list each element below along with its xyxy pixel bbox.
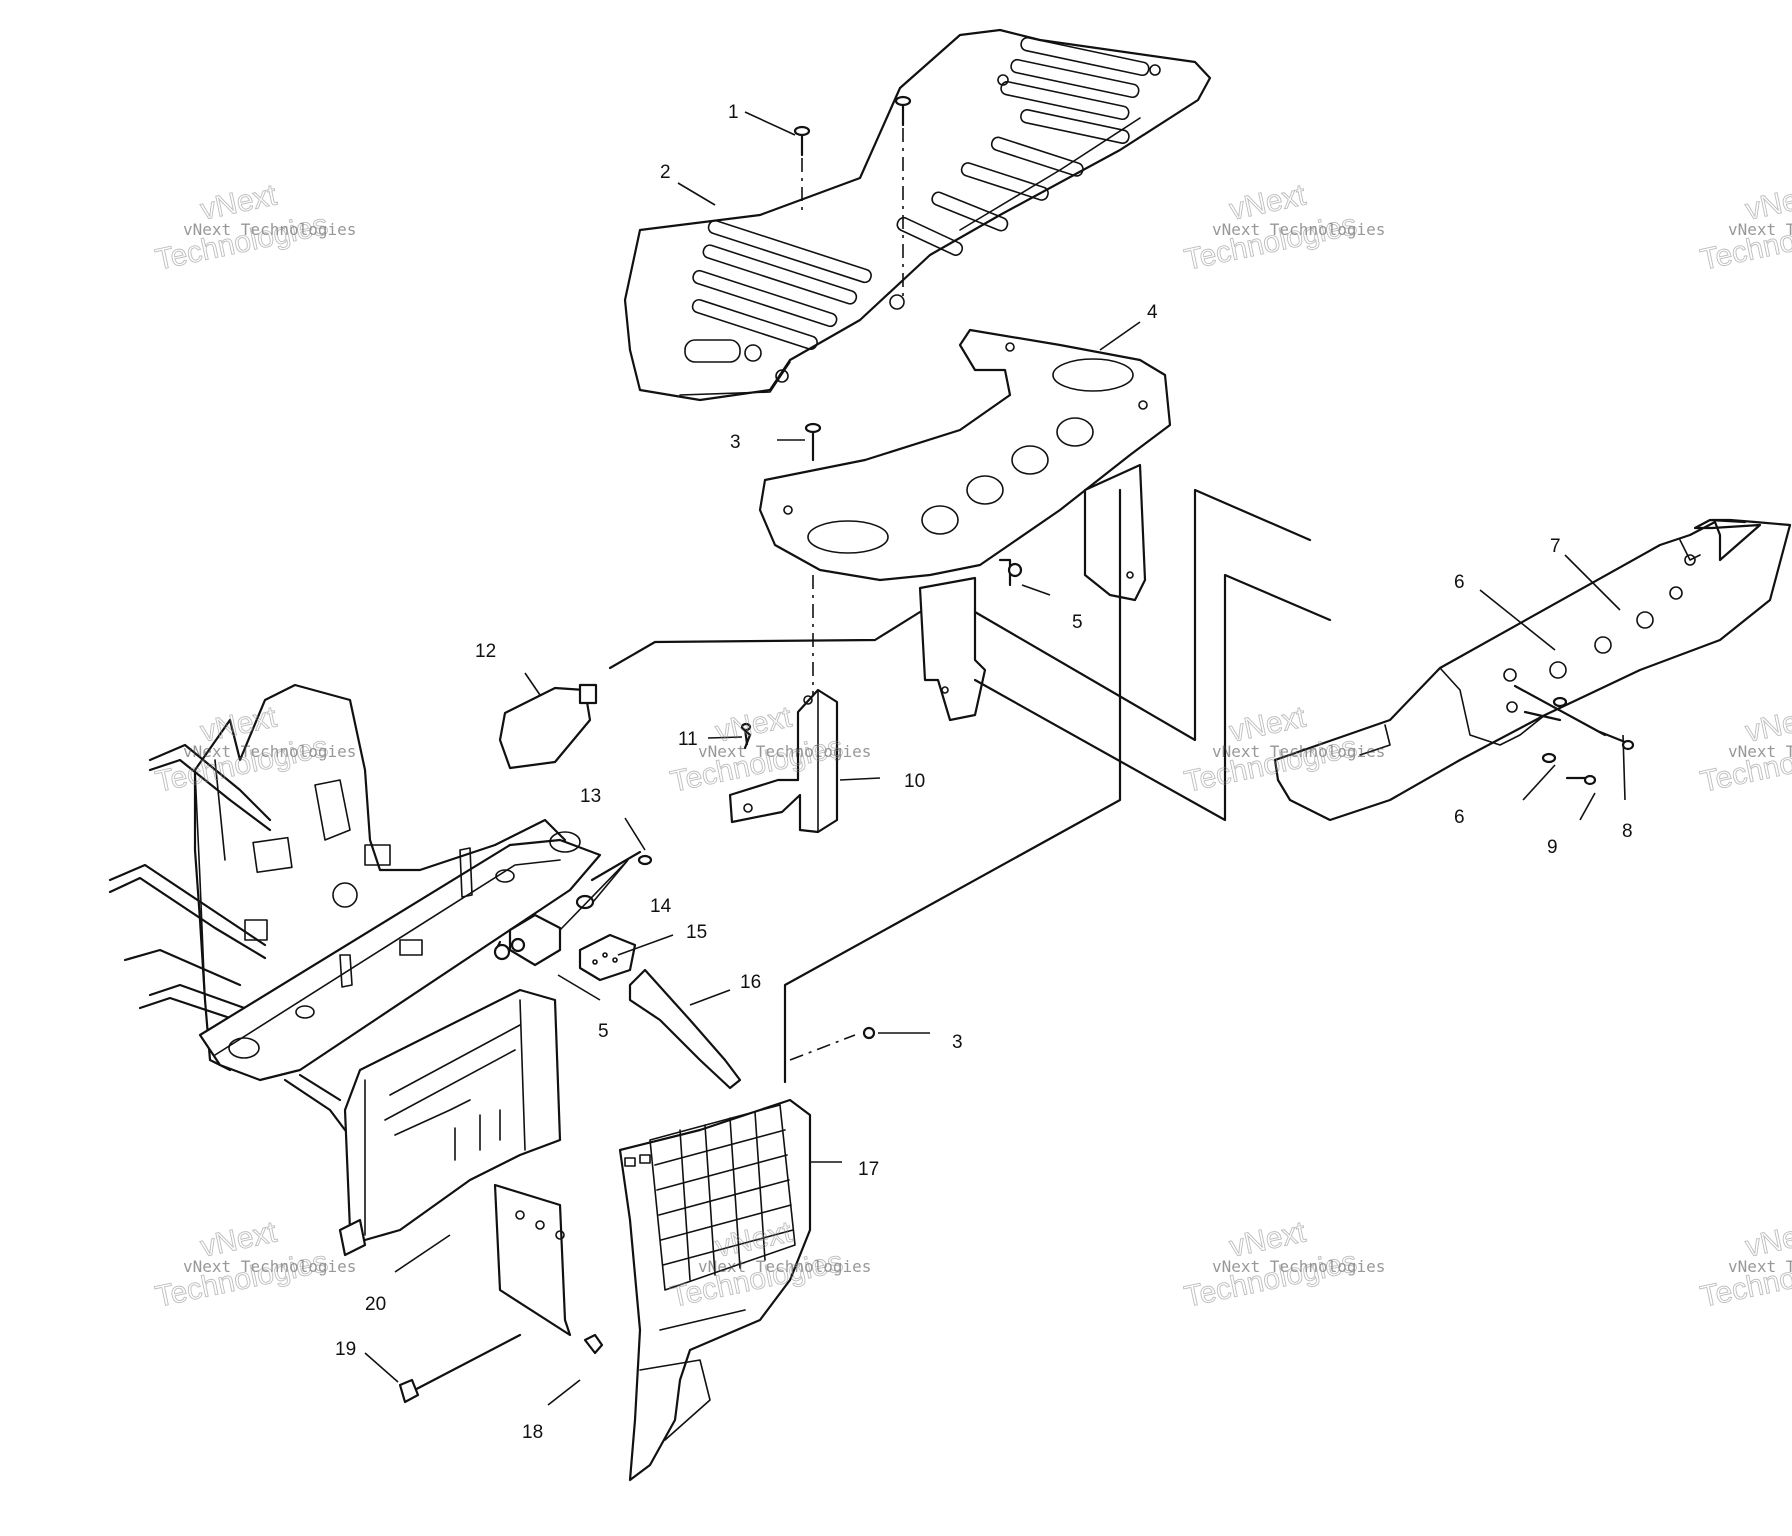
callout-6-lower: 6 bbox=[1454, 807, 1465, 828]
callout-6-upper: 6 bbox=[1454, 572, 1465, 593]
callout-15: 15 bbox=[686, 922, 707, 943]
callout-9: 9 bbox=[1547, 837, 1558, 858]
watermark: vNext Technologies vNext Technologies bbox=[1697, 1215, 1792, 1314]
callout-19: 19 bbox=[335, 1339, 356, 1360]
shroud-panel bbox=[493, 1183, 572, 1337]
callout-2: 2 bbox=[660, 162, 671, 183]
callout-3-lower: 3 bbox=[952, 1032, 963, 1053]
callout-8: 8 bbox=[1622, 821, 1633, 842]
svg-text:vNext Technologies: vNext Technologies bbox=[1728, 1257, 1792, 1276]
svg-text:vNext Technologies: vNext Technologies bbox=[1212, 220, 1385, 239]
bumper bbox=[1273, 518, 1792, 822]
svg-text:vNext Technologies: vNext Technologies bbox=[183, 742, 356, 761]
watermark: vNext Technologies vNext Technologies bbox=[1181, 178, 1385, 277]
svg-text:vNext Technologies: vNext Technologies bbox=[183, 1257, 356, 1276]
leader-lines bbox=[364, 111, 1626, 1406]
callout-4: 4 bbox=[1147, 302, 1158, 323]
frame bbox=[108, 683, 602, 1132]
bracket bbox=[728, 688, 839, 834]
bolt-icon bbox=[793, 95, 912, 300]
hardware-group bbox=[493, 850, 742, 1090]
svg-text:vNext Technologies: vNext Technologies bbox=[1728, 742, 1792, 761]
watermark: vNext Technologies vNext Technologies bbox=[1181, 1215, 1385, 1314]
callout-16: 16 bbox=[740, 972, 761, 993]
light-unit bbox=[498, 683, 598, 770]
callout-13: 13 bbox=[580, 786, 601, 807]
rack-support bbox=[758, 328, 1172, 722]
svg-text:vNext Technologies: vNext Technologies bbox=[698, 742, 871, 761]
watermark: vNext Technologies vNext Technologies bbox=[1697, 700, 1792, 799]
callout-3-upper: 3 bbox=[730, 432, 741, 453]
callout-1: 1 bbox=[728, 102, 739, 123]
svg-text:vNext Technologies: vNext Technologies bbox=[1728, 220, 1792, 239]
grille bbox=[618, 1098, 812, 1482]
callout-18: 18 bbox=[522, 1422, 543, 1443]
callout-17: 17 bbox=[858, 1159, 879, 1180]
callout-10: 10 bbox=[904, 771, 925, 792]
svg-text:vNext Technologies: vNext Technologies bbox=[1212, 1257, 1385, 1276]
svg-text:vNext Technologies: vNext Technologies bbox=[1212, 742, 1385, 761]
svg-text:vNext Technologies: vNext Technologies bbox=[183, 220, 356, 239]
svg-text:vNext Technologies: vNext Technologies bbox=[698, 1257, 871, 1276]
callouts: 1 2 4 3 5 7 6 6 9 8 10 11 12 13 14 15 16… bbox=[335, 102, 1633, 1443]
washer-icon bbox=[1513, 684, 1635, 786]
bolt-icon bbox=[804, 422, 822, 700]
front-rack bbox=[623, 28, 1212, 402]
callout-7: 7 bbox=[1550, 536, 1561, 557]
watermark: vNext Technologies vNext Technologies bbox=[152, 178, 356, 277]
callout-20: 20 bbox=[365, 1294, 386, 1315]
callout-14: 14 bbox=[650, 896, 672, 917]
callout-5-lower: 5 bbox=[598, 1021, 609, 1042]
radiator bbox=[338, 988, 562, 1257]
watermark: vNext Technologies vNext Technologies bbox=[1697, 178, 1792, 277]
callout-12: 12 bbox=[475, 641, 496, 662]
callout-5-upper: 5 bbox=[1072, 612, 1083, 633]
watermark: vNext Technologies vNext Technologies bbox=[152, 1215, 356, 1314]
callout-11: 11 bbox=[678, 729, 698, 750]
